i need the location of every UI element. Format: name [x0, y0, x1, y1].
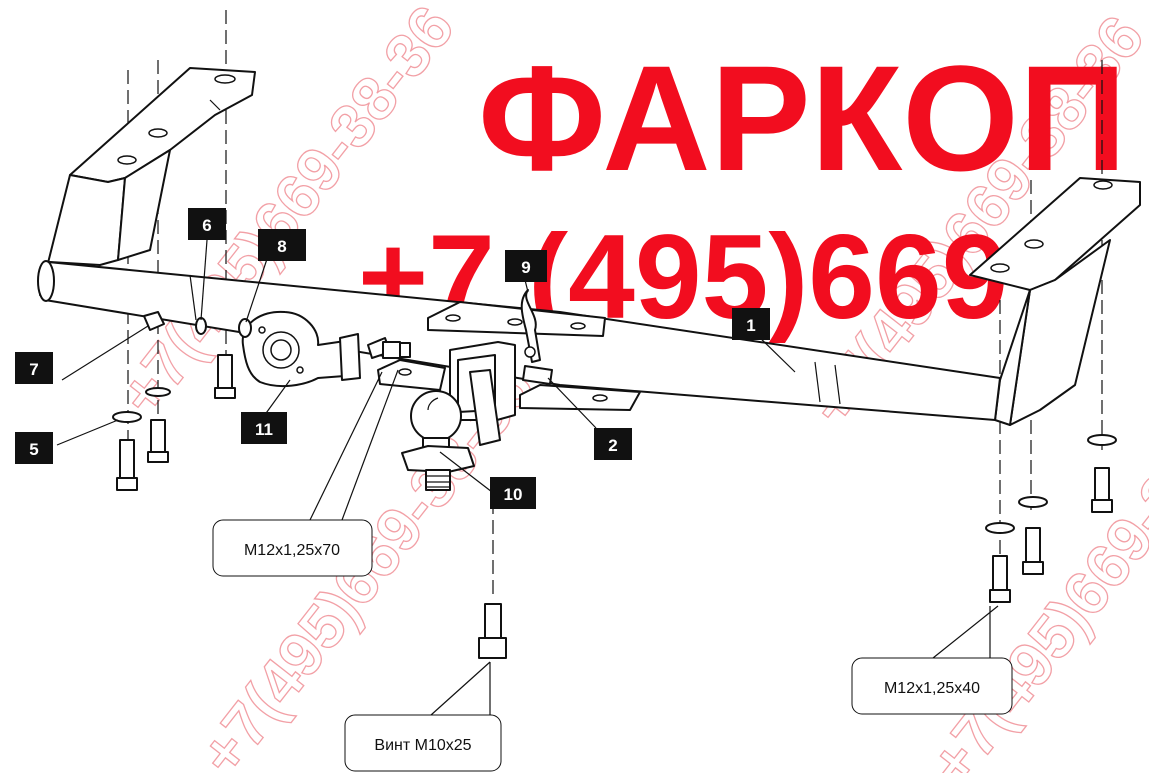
- tag-8-label: 8: [277, 237, 286, 256]
- hitch-receiver: [377, 301, 641, 446]
- right-bracket: [969, 177, 1141, 426]
- callout-m12x70: M12x1,25x70: [212, 519, 373, 577]
- tag-11: 11: [241, 412, 287, 444]
- right-hardware: [985, 434, 1117, 603]
- main-watermark: ФАРКОП +7 (495)669: [358, 34, 1127, 344]
- socket-plate: [241, 310, 361, 388]
- tag-1-label: 1: [746, 316, 755, 335]
- callout-m12x70-text: M12x1,25x70: [244, 542, 340, 559]
- pin-clip: [520, 289, 553, 385]
- tag-7-label: 7: [29, 360, 38, 379]
- tag-2-label: 2: [608, 436, 617, 455]
- m10-screw: [478, 603, 507, 659]
- callout-m10x25-text: Винт М10х25: [374, 737, 471, 754]
- tow-ball: [401, 390, 475, 491]
- callout-m10x25: Винт М10х25: [344, 714, 502, 772]
- tag-6: 6: [188, 208, 226, 240]
- tag-6-label: 6: [202, 216, 211, 235]
- hitch-bolt: [367, 337, 411, 359]
- tag-1: 1: [732, 308, 770, 340]
- callout-m12x40-text: M12x1,25x40: [884, 680, 980, 697]
- tag-5: 5: [15, 432, 53, 464]
- tag-9-label: 9: [521, 258, 530, 277]
- tag-7: 7: [15, 352, 53, 384]
- tag-5-label: 5: [29, 440, 38, 459]
- tag-10: 10: [490, 477, 536, 509]
- tag-9: 9: [505, 250, 547, 282]
- crossbar: [37, 260, 1001, 421]
- leader-lines: [56, 239, 999, 716]
- watermark-title: ФАРКОП: [478, 34, 1127, 202]
- tag-10-label: 10: [504, 485, 523, 504]
- left-bracket: [39, 67, 256, 296]
- tag-8: 8: [258, 229, 306, 261]
- tag-2: 2: [594, 428, 632, 460]
- callout-m12x40: M12x1,25x40: [851, 657, 1013, 715]
- tag-11-label: 11: [255, 420, 273, 439]
